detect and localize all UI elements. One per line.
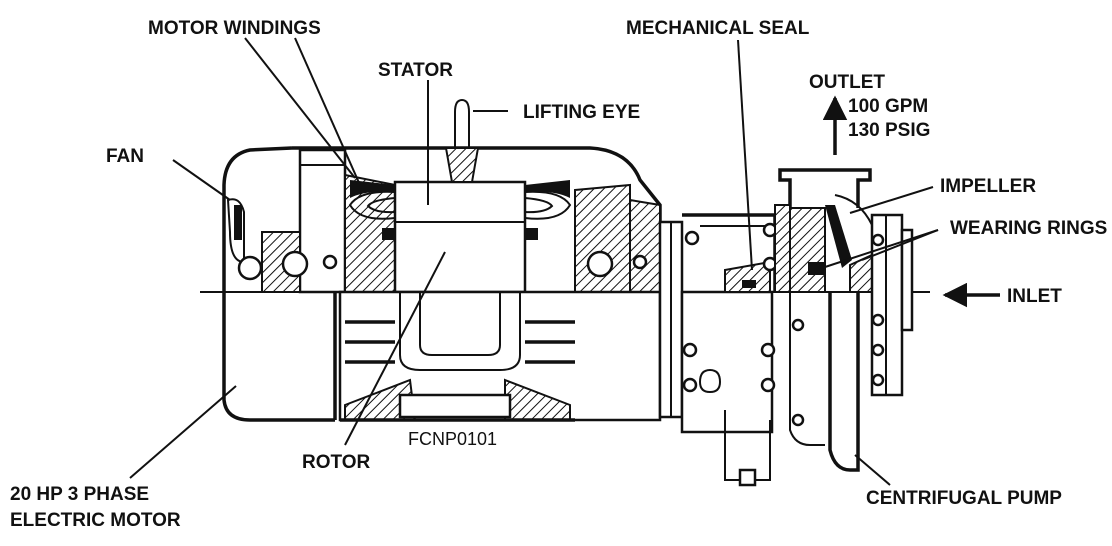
label-centrifugal-pump: CENTRIFUGAL PUMP bbox=[866, 488, 1062, 509]
motor-windings-coils bbox=[348, 180, 572, 220]
label-stator: STATOR bbox=[378, 60, 453, 81]
label-pressure: 130 PSIG bbox=[848, 120, 930, 141]
label-motor-line2: ELECTRIC MOTOR bbox=[10, 510, 181, 531]
leader-lines bbox=[129, 37, 939, 486]
label-motor-line1: 20 HP 3 PHASE bbox=[10, 484, 149, 505]
label-fan: FAN bbox=[106, 146, 144, 167]
lifting-eye bbox=[444, 98, 480, 183]
label-outlet: OUTLET bbox=[809, 72, 885, 93]
label-mechanical-seal: MECHANICAL SEAL bbox=[626, 18, 810, 39]
pump-casing bbox=[774, 168, 914, 472]
fan-cover bbox=[222, 146, 335, 422]
label-inlet: INLET bbox=[1007, 286, 1062, 307]
pump-adapter bbox=[680, 213, 778, 487]
label-wearing-rings: WEARING RINGS bbox=[950, 218, 1107, 239]
flow-arrows bbox=[822, 95, 1000, 308]
label-motor-windings: MOTOR WINDINGS bbox=[148, 18, 321, 39]
label-figure-code: FCNP0101 bbox=[408, 429, 497, 449]
motor-frame bbox=[261, 146, 662, 294]
bearing-bracket bbox=[658, 220, 700, 419]
label-flow-rate: 100 GPM bbox=[848, 96, 928, 117]
label-impeller: IMPELLER bbox=[940, 176, 1036, 197]
motor-lower-housing bbox=[333, 290, 662, 422]
stator-core bbox=[382, 180, 538, 294]
label-rotor: ROTOR bbox=[302, 452, 371, 473]
label-lifting-eye: LIFTING EYE bbox=[523, 102, 640, 123]
